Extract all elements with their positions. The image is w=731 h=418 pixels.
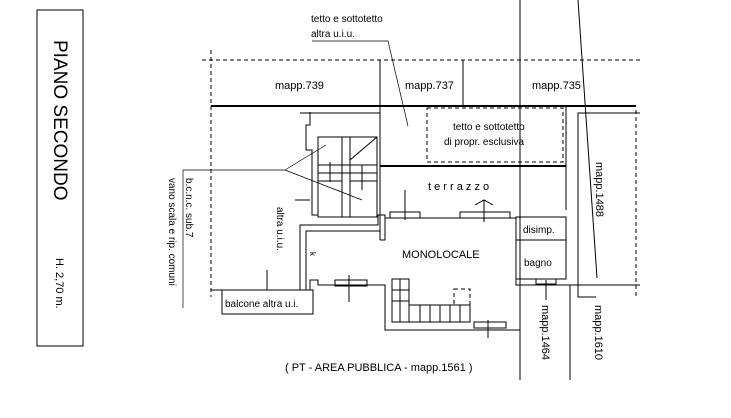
balcony-label: balcone altra u.i. bbox=[225, 299, 298, 310]
main-unit bbox=[299, 0, 521, 338]
roof-other-label: tetto e sottotetto bbox=[311, 14, 383, 25]
parcel-1464: mapp.1464 bbox=[539, 305, 551, 360]
parcel-737: mapp.737 bbox=[405, 80, 454, 92]
roof-own-label-2: di propr. esclusiva bbox=[444, 137, 524, 148]
roof-own-area bbox=[426, 107, 564, 163]
parcel-1610: mapp.1610 bbox=[592, 305, 604, 360]
parcel-739: mapp.739 bbox=[275, 80, 324, 92]
floor-title: PIANO SECONDO bbox=[49, 40, 70, 200]
floor-height: H. 2,70 m. bbox=[53, 258, 65, 309]
parcel-1488: mapp.1488 bbox=[593, 162, 605, 217]
bathroom-label: bagno bbox=[524, 258, 552, 269]
roof-own-label: tetto e sottotetto bbox=[453, 122, 525, 133]
main-room-label: MONOLOCALE bbox=[402, 249, 480, 261]
stairwell bbox=[284, 112, 380, 218]
roof-other-label-2: altra u.i.u. bbox=[311, 29, 355, 40]
hall-label: disimp. bbox=[523, 225, 555, 236]
public-area-label: ( PT - AREA PUBBLICA - mapp.1561 ) bbox=[285, 362, 473, 374]
parcel-735: mapp.735 bbox=[532, 80, 581, 92]
terrace-label: t e r r a z z o bbox=[428, 181, 489, 193]
other-unit-label: altra u.i.u. bbox=[274, 207, 285, 251]
stair-common-label: vano scala e rip. comuni bbox=[166, 178, 177, 286]
bcnc-label: b.c.n.c. sub.7 bbox=[183, 178, 194, 238]
k-mark: k bbox=[308, 252, 317, 257]
title-block: PIANO SECONDO H. 2,70 m. bbox=[36, 9, 84, 347]
internal-stairs bbox=[391, 278, 471, 323]
leader-line bbox=[312, 40, 409, 127]
